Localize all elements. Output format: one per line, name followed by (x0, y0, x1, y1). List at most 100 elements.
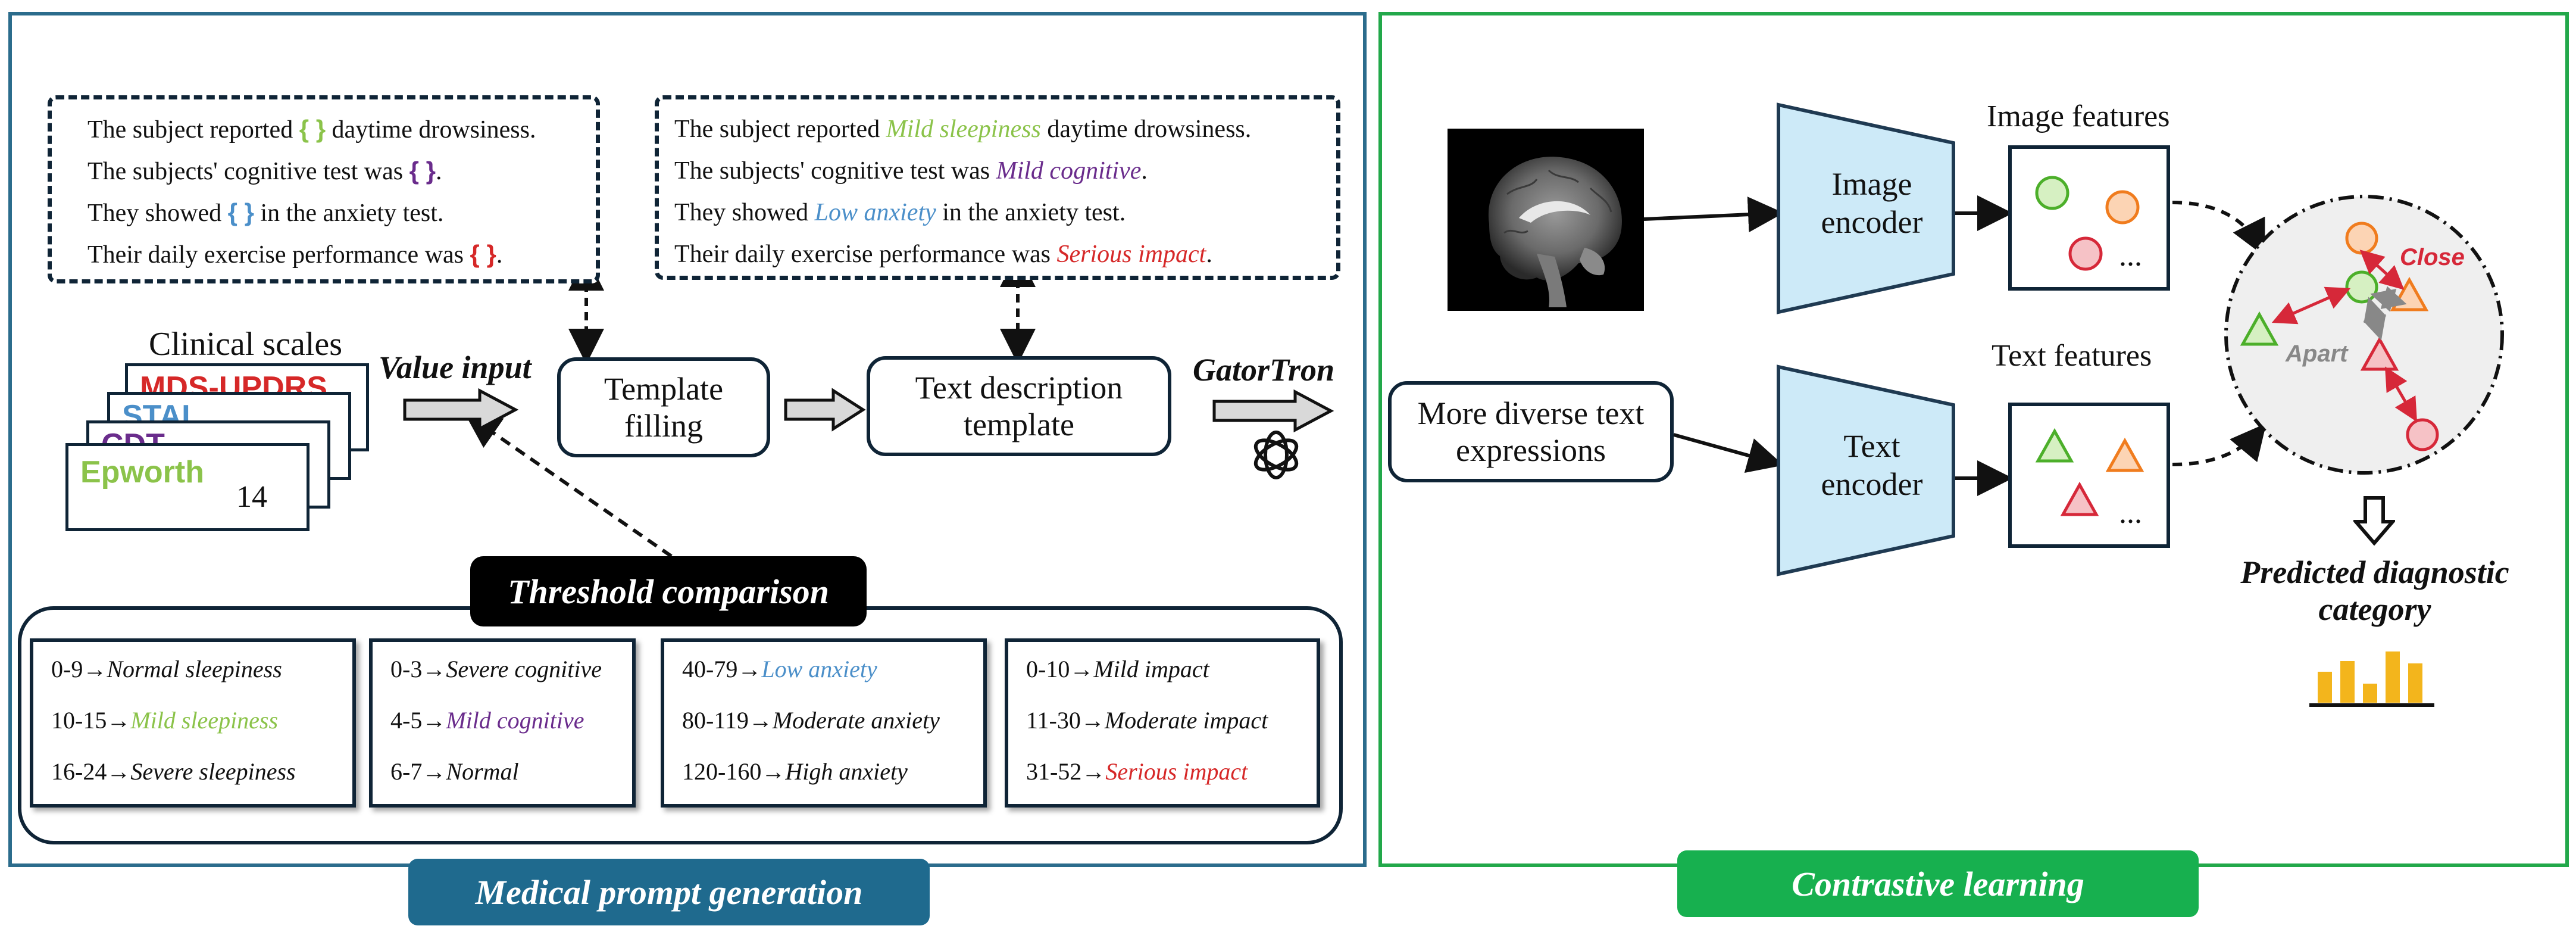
threshold-row: 11-30→Moderate impact (1026, 706, 1268, 734)
banner-contrastive-learning: Contrastive learning (1677, 850, 2199, 917)
feature-triangle-orange (2105, 437, 2144, 472)
threshold-range: 31-52 (1026, 758, 1082, 785)
dashed-curve-text-to-circle (2172, 423, 2266, 466)
image-features-box: ... (2008, 145, 2170, 291)
sentence-line: They showed { } in the anxiety test. (87, 198, 443, 227)
threshold-range: 6-7 (390, 758, 423, 785)
threshold-range: 80-119 (682, 707, 749, 734)
sentence-suffix: . (435, 158, 442, 185)
sentence-prefix: Their daily exercise performance was (87, 241, 470, 269)
threshold-row: 0-9→Normal sleepiness (51, 655, 282, 683)
right-arrow-icon: → (1070, 656, 1094, 682)
down-arrow (2353, 496, 2395, 545)
threshold-range: 40-79 (682, 656, 738, 682)
threshold-row: 0-10→Mild impact (1026, 655, 1209, 683)
sentence-slot: Low anxiety (814, 199, 936, 226)
threshold-range: 0-3 (390, 656, 423, 682)
text-features-label: Text features (1992, 339, 2152, 373)
sentence-line: They showed Low anxiety in the anxiety t… (674, 198, 1126, 227)
sentence-prefix: The subject reported (87, 116, 299, 144)
threshold-range: 0-9 (51, 656, 83, 682)
bar-chart-icon (2309, 651, 2434, 707)
sentence-prefix: The subjects' cognitive test was (674, 157, 996, 185)
template-filling-box: Template filling (557, 357, 770, 457)
text-encoder-shape (1777, 364, 1955, 576)
sentence-prefix: Their daily exercise performance was (674, 241, 1057, 268)
sentence-prefix: The subject reported (674, 116, 886, 143)
sentence-line: Their daily exercise performance was { }… (87, 240, 502, 269)
text-features-ellipsis: ... (2119, 496, 2142, 530)
threshold-label: Severe sleepiness (130, 758, 296, 785)
threshold-label: Normal sleepiness (107, 656, 282, 682)
arrow-filling-to-description (784, 388, 866, 432)
sentence-slot: { } (299, 115, 326, 143)
sentence-slot: { } (409, 157, 436, 185)
image-features-ellipsis: ... (2119, 239, 2142, 273)
template-box: The subject reported { } daytime drowsin… (48, 95, 600, 283)
sentence-line: The subjects' cognitive test was Mild co… (674, 157, 1148, 185)
threshold-row: 6-7→Normal (390, 757, 519, 785)
gatortron-label: GatorTron (1193, 352, 1335, 388)
apart-label: Apart (2286, 341, 2348, 367)
sentence-line: Their daily exercise performance was Ser… (674, 240, 1212, 269)
threshold-group-anxiety: 40-79→Low anxiety 80-119→Moderate anxiety… (661, 638, 987, 808)
banner-medical-prompt-generation: Medical prompt generation (408, 859, 930, 925)
dashed-arrow-threshold (464, 413, 673, 558)
sentence-slot: Mild sleepiness (886, 116, 1041, 143)
clinical-scales-title: Clinical scales (149, 326, 343, 363)
threshold-range: 0-10 (1026, 656, 1070, 682)
right-arrow-icon: → (107, 758, 131, 785)
right-arrow-icon: → (1080, 707, 1105, 734)
text-description-template-box: Text description template (867, 356, 1171, 456)
threshold-range: 16-24 (51, 758, 107, 785)
right-arrow-icon: → (1081, 758, 1106, 785)
right-arrow-icon: → (107, 707, 131, 734)
threshold-row: 120-160→High anxiety (682, 757, 908, 785)
openai-logo-icon (1253, 431, 1299, 479)
feature-triangle-green (2035, 428, 2074, 463)
threshold-label: Mild cognitive (446, 707, 584, 734)
image-encoder-label: Image encoder (1821, 166, 1923, 240)
dashed-curve-image-to-circle (2172, 201, 2265, 257)
sentence-slot: Mild cognitive (996, 157, 1142, 185)
threshold-row: 80-119→Moderate anxiety (682, 706, 940, 734)
arrow-gatortron (1212, 389, 1334, 433)
threshold-range: 10-15 (51, 707, 107, 734)
threshold-row: 40-79→Low anxiety (682, 655, 877, 683)
threshold-label: Moderate impact (1104, 707, 1268, 734)
sentence-prefix: They showed (87, 199, 228, 227)
sentence-line: The subject reported { } daytime drowsin… (87, 115, 536, 144)
right-arrow-icon: → (422, 758, 446, 785)
threshold-label: High anxiety (785, 758, 908, 785)
feature-circle-red (2068, 236, 2103, 271)
right-arrow-icon: → (83, 656, 107, 682)
threshold-label: Serious impact (1105, 758, 1248, 785)
threshold-label: Normal (446, 758, 519, 785)
threshold-row: 16-24→Severe sleepiness (51, 757, 296, 785)
brain-mri-image (1448, 129, 1644, 311)
sentence-suffix: in the anxiety test. (254, 199, 444, 227)
threshold-row: 4-5→Mild cognitive (390, 706, 584, 734)
arrow-value-input (403, 388, 519, 432)
threshold-label: Mild impact (1093, 656, 1209, 682)
threshold-row: 0-3→Severe cognitive (390, 655, 602, 683)
right-arrow-icon: → (761, 758, 786, 785)
predicted-category-label: Predicted diagnostic category (2240, 554, 2509, 628)
sentence-suffix: daytime drowsiness. (326, 116, 536, 144)
filled-description-box: The subject reported Mild sleepiness day… (655, 95, 1340, 280)
text-encoder-label: Text encoder (1821, 428, 1923, 502)
image-features-label: Image features (1987, 99, 2170, 133)
right-arrow-icon: → (422, 656, 446, 682)
scale-card-epworth: Epworth 14 (65, 443, 310, 531)
threshold-label: Severe cognitive (446, 656, 602, 682)
threshold-row: 10-15→Mild sleepiness (51, 706, 278, 734)
right-arrow-icon: → (737, 656, 762, 682)
text-features-box: ... (2008, 403, 2170, 548)
sentence-slot: Serious impact (1056, 241, 1206, 268)
close-label: Close (2400, 244, 2465, 270)
sentence-line: The subjects' cognitive test was { }. (87, 157, 442, 186)
feature-circle-green (2035, 176, 2069, 210)
threshold-title: Threshold comparison (470, 556, 867, 626)
